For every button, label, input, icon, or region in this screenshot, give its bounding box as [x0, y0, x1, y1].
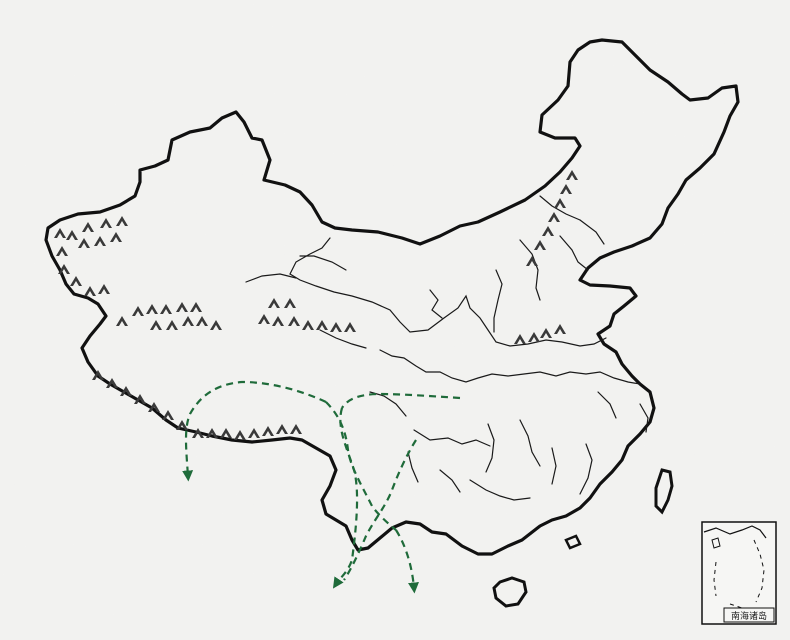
route-center-south: [332, 407, 359, 589]
river-tributary-20: [319, 329, 367, 349]
route-southeast: [395, 529, 419, 594]
river-tributary-10: [485, 423, 495, 473]
route-from-center: [343, 439, 417, 581]
island-hainan: [492, 576, 528, 608]
coastal-islet: [564, 534, 582, 550]
inset-label-box: [723, 607, 775, 623]
inset-label: 南海诸岛: [731, 610, 767, 622]
route-split-1: [325, 401, 397, 531]
river-tributary-17: [369, 391, 407, 417]
river-tributary-16: [407, 451, 419, 483]
inset-coast: [703, 525, 767, 539]
river-tributary-2: [299, 255, 347, 271]
yangtze-river: [379, 349, 641, 385]
country-border: [44, 38, 740, 556]
river-tributary-12: [551, 447, 557, 485]
inset-dashed-line: [713, 539, 765, 609]
river-tributary-11: [519, 419, 541, 467]
south-china-sea-inset: 南海诸岛: [701, 521, 777, 625]
river-tributary-13: [579, 443, 593, 495]
river-tributary-7: [579, 219, 605, 245]
yellow-river: [289, 237, 607, 347]
river-tributary-6: [559, 235, 589, 271]
river-network: [245, 195, 649, 501]
island-taiwan: [654, 468, 674, 515]
river-tributary-19: [639, 403, 649, 433]
river-tributary-14: [469, 479, 531, 501]
river-tributary-9: [413, 429, 491, 447]
route-west: [182, 380, 327, 482]
river-tributary-1: [245, 273, 297, 283]
river-tributary-4: [493, 269, 503, 333]
river-tributary-3: [429, 289, 443, 319]
river-tributary-5: [519, 239, 541, 301]
river-tributary-8: [539, 195, 581, 221]
inset-island: [711, 537, 721, 549]
route-lines: [182, 380, 461, 594]
route-main-east: [341, 392, 461, 409]
river-tributary-18: [597, 391, 617, 419]
river-tributary-15: [439, 469, 461, 493]
